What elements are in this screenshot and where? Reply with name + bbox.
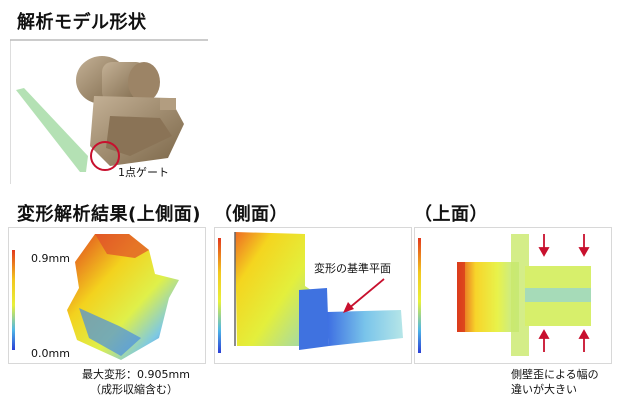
gate-marker [90,141,120,171]
scale-min-label: 0.0mm [31,347,70,360]
contour-side-view [214,227,412,364]
reference-plane-label: 変形の基準平面 [314,262,391,275]
max-deform-note: （成形収縮含む） [90,383,178,396]
contour-upper-side [8,227,206,364]
model-image [10,38,208,184]
gate-label: 1点ゲート [118,166,169,179]
top-title: （上面） [414,204,488,225]
deformation-arrows [538,234,590,352]
side-title: （側面） [214,204,288,225]
width-difference-note: 側壁歪による幅の [511,368,599,381]
runner-shape [16,88,88,172]
width-difference-note-2: 違いが大きい [511,383,577,396]
max-deform-label: 最大変形：0.905mm [82,368,190,381]
contour-top-view [414,227,612,364]
model-title: 解析モデル形状 [17,12,147,33]
results-title: 変形解析結果(上側面) [17,204,201,225]
part-shape [76,56,184,166]
color-scale-bar [12,250,15,350]
reference-plane-arrow [343,278,385,313]
scale-max-label: 0.9mm [31,252,70,265]
